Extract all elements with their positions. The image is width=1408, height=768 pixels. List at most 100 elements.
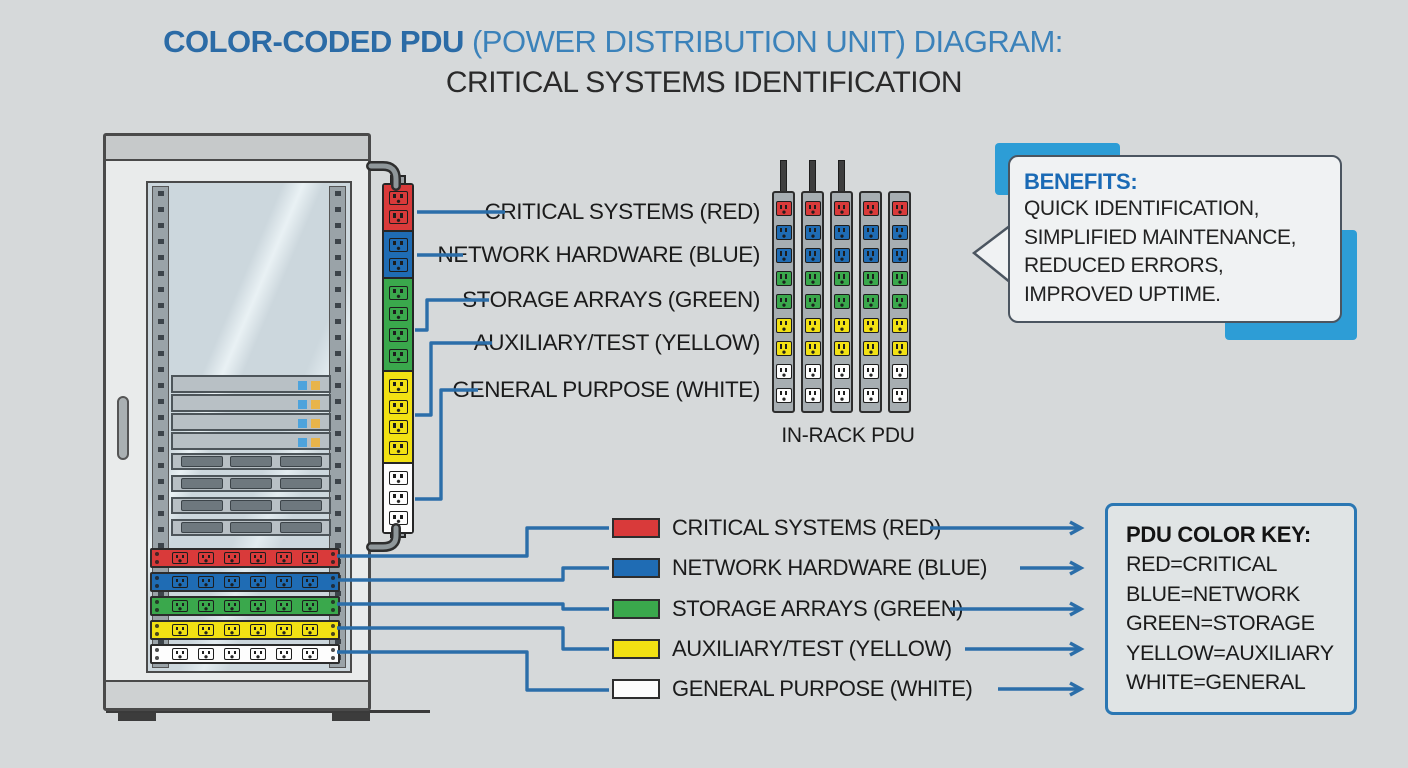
power-outlet-yellow [388, 399, 408, 414]
power-outlet-blue [172, 576, 188, 588]
screw [331, 608, 335, 612]
power-outlet-yellow [891, 341, 908, 357]
door-handle [117, 396, 129, 460]
legend-swatch-blue [612, 558, 660, 578]
power-outlet-yellow [388, 378, 408, 393]
power-outlet-red [388, 190, 408, 205]
benefits-heading: BENEFITS: [1024, 169, 1138, 194]
power-outlet-yellow [302, 624, 318, 636]
power-outlet-red [804, 201, 821, 217]
color-key-entry: BLUE=NETWORK [1126, 581, 1300, 606]
legend-row-network: NETWORK HARDWARE (BLUE) [612, 555, 988, 580]
in-rack-pdu-strip-body [888, 191, 911, 413]
power-outlet-yellow [224, 624, 240, 636]
power-outlet-yellow [172, 624, 188, 636]
vent-panel [171, 519, 331, 536]
power-outlet-white [833, 387, 850, 403]
leader-general [415, 388, 478, 501]
pdu-color-key: PDU COLOR KEY: RED=CRITICAL BLUE=NETWORK… [1105, 503, 1357, 715]
rack-pdu-strip-blue [150, 572, 340, 592]
color-key-entry: YELLOW=AUXILIARY [1126, 640, 1334, 665]
vent-slot [279, 522, 322, 533]
power-outlet-red [198, 552, 214, 564]
rack-rail-left [152, 186, 169, 668]
power-outlet-red [891, 201, 908, 217]
status-led-blue [298, 381, 307, 390]
vertical-pdu-segment-blue [384, 232, 412, 280]
power-outlet-green [775, 294, 792, 310]
power-outlet-green [862, 294, 879, 310]
server-rack [103, 133, 371, 711]
power-outlet-blue [804, 247, 821, 263]
screw [331, 632, 335, 636]
vertical-pdu [382, 183, 414, 534]
power-outlet-blue [833, 247, 850, 263]
vent-panel [171, 475, 331, 492]
vent-panel [171, 497, 331, 514]
label-network-hardware: NETWORK HARDWARE (BLUE) [437, 242, 761, 267]
power-outlet-red [862, 201, 879, 217]
power-outlet-green [250, 600, 266, 612]
power-outlet-yellow [250, 624, 266, 636]
legend-swatch-yellow [612, 639, 660, 659]
legend-swatch-white [612, 679, 660, 699]
vent-panel [171, 453, 331, 470]
power-outlet-blue [833, 224, 850, 240]
power-outlet-white [862, 387, 879, 403]
power-outlet-white [775, 364, 792, 380]
status-led-blue [298, 419, 307, 428]
outlet-row [152, 574, 338, 590]
power-outlet-green [804, 294, 821, 310]
power-outlet-green [775, 271, 792, 287]
screw [155, 632, 159, 636]
color-key-entry: WHITE=GENERAL [1126, 670, 1306, 694]
screw [155, 656, 159, 660]
power-outlet-yellow [804, 341, 821, 357]
power-outlet-green [302, 600, 318, 612]
power-outlet-white [775, 387, 792, 403]
in-rack-pdu-strips [772, 160, 911, 413]
power-cord [838, 160, 845, 191]
status-led-orange [311, 400, 320, 409]
power-outlet-yellow [862, 317, 879, 333]
power-outlet-white [224, 648, 240, 660]
screw [155, 584, 159, 588]
server-unit [171, 394, 331, 412]
power-outlet-white [388, 491, 408, 506]
vent-slot [180, 500, 223, 511]
power-outlet-white [891, 387, 908, 403]
power-outlet-white [804, 364, 821, 380]
link-white-strip [337, 650, 609, 692]
power-outlet-green [891, 294, 908, 310]
title-secondary: (POWER DISTRIBUTION UNIT) DIAGRAM: [463, 24, 1063, 59]
in-rack-pdu-strip [859, 160, 882, 413]
power-outlet-red [833, 201, 850, 217]
page-title: COLOR-CODED PDU (POWER DISTRIBUTION UNIT… [0, 24, 1226, 60]
rack-foot [332, 713, 370, 721]
power-outlet-green [891, 271, 908, 287]
power-outlet-red [775, 201, 792, 217]
power-outlet-yellow [804, 317, 821, 333]
status-led-orange [311, 438, 320, 447]
server-unit [171, 375, 331, 393]
label-general-purpose: GENERAL PURPOSE (WHITE) [452, 377, 760, 402]
vent-slot [180, 456, 223, 467]
screw [331, 656, 335, 660]
vent-slot [230, 478, 272, 489]
power-outlet-white [833, 364, 850, 380]
power-outlet-white [172, 648, 188, 660]
benefit-item: IMPROVED UPTIME. [1024, 282, 1221, 306]
link-blue-strip [337, 566, 609, 582]
power-cord [809, 160, 816, 191]
server-unit [171, 413, 331, 431]
power-outlet-blue [862, 224, 879, 240]
power-outlet-white [198, 648, 214, 660]
vertical-pdu-segment-green [384, 279, 412, 372]
rack-top-cap [106, 136, 368, 161]
power-outlet-blue [891, 247, 908, 263]
power-outlet-blue [388, 237, 408, 252]
legend-swatch-red [612, 518, 660, 538]
power-outlet-green [833, 271, 850, 287]
legend-row-storage: STORAGE ARRAYS (GREEN) [612, 596, 964, 621]
color-key-entry: GREEN=STORAGE [1126, 611, 1315, 635]
